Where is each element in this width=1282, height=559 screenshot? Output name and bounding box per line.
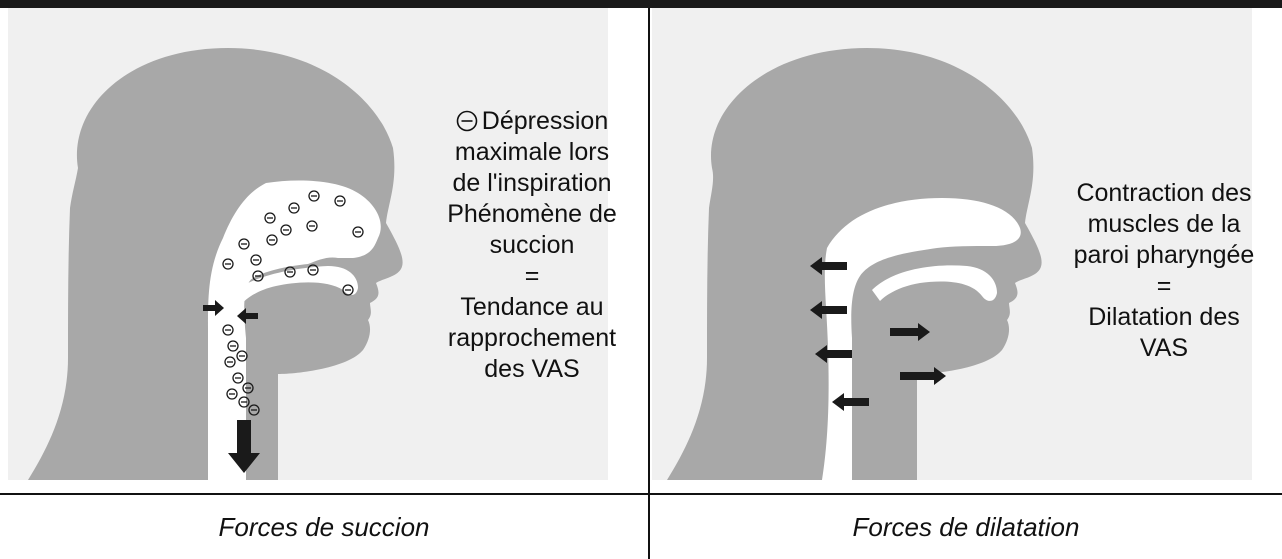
suction-description: Dépression maximale lors de l'inspiratio… [414, 106, 650, 385]
text-line-8: rapprochement [447, 324, 617, 352]
negative-charge-icon [306, 220, 318, 232]
negative-charge-icon [352, 226, 364, 238]
negative-charges [222, 190, 364, 416]
text-line-5: succion [489, 231, 575, 259]
text-line-2: muscles de la [1087, 210, 1241, 238]
dilation-description: Contraction des muscles de la paroi phar… [1050, 178, 1278, 364]
arrow-icon [203, 300, 224, 316]
negative-charge-icon [222, 258, 234, 270]
airway-main [822, 198, 1021, 480]
negative-charge-icon [280, 224, 292, 236]
text-line-1: Dépression [414, 106, 650, 137]
negative-charge-icon [232, 372, 244, 384]
negative-charge-icon [227, 340, 239, 352]
text-line-3: paroi pharyngée [1073, 241, 1255, 269]
title-bar [0, 0, 1282, 8]
text-line-5: Dilatation des [1088, 303, 1240, 331]
negative-charge-icon [307, 264, 319, 276]
minus-circle-icon [456, 110, 478, 132]
text-line-6: VAS [1139, 334, 1189, 362]
negative-charge-icon [308, 190, 320, 202]
text-line-4: Phénomène de [447, 200, 617, 228]
arrow-icon [890, 323, 930, 341]
oral-airway [872, 265, 997, 301]
negative-charge-icon [264, 212, 276, 224]
text-line-2: maximale lors [454, 138, 610, 166]
negative-charge-icon [342, 284, 354, 296]
arrow-icon [237, 308, 258, 324]
negative-charge-icon [250, 254, 262, 266]
caption-suction: Forces de succion [218, 511, 430, 542]
suction-arrows [203, 300, 260, 473]
text-line-3: de l'inspiration [452, 169, 612, 197]
negative-charge-icon [226, 388, 238, 400]
text-line-1: Contraction des [1076, 179, 1252, 207]
dilation-illustration [652, 8, 1252, 480]
suction-illustration [8, 8, 608, 480]
arrow-icon [815, 345, 852, 363]
text-line-6: = [524, 262, 540, 290]
negative-charge-icon [288, 202, 300, 214]
negative-charge-icon [252, 270, 264, 282]
column-divider [648, 8, 650, 559]
arrow-icon [832, 393, 869, 411]
caption-dilation: Forces de dilatation [852, 511, 1080, 542]
negative-charge-icon [334, 195, 346, 207]
caption-divider [0, 493, 1282, 495]
negative-charge-icon [266, 234, 278, 246]
negative-charge-icon [236, 350, 248, 362]
arrow-icon [228, 420, 260, 473]
arrow-icon [810, 301, 847, 319]
negative-charge-icon [248, 404, 260, 416]
arrow-icon [900, 367, 946, 385]
negative-charge-icon [242, 382, 254, 394]
oral-airway [233, 266, 358, 306]
negative-charge-icon [222, 324, 234, 336]
negative-charge-icon [284, 266, 296, 278]
text-line-4: = [1156, 272, 1172, 300]
negative-charge-icon [224, 356, 236, 368]
dilation-arrows [810, 257, 946, 411]
text-line-7: Tendance au [460, 293, 604, 321]
airway-main [208, 180, 381, 480]
negative-charge-icon [238, 396, 250, 408]
arrow-icon [810, 257, 847, 275]
text-line-9: des VAS [484, 355, 580, 383]
negative-charge-icon [238, 238, 250, 250]
